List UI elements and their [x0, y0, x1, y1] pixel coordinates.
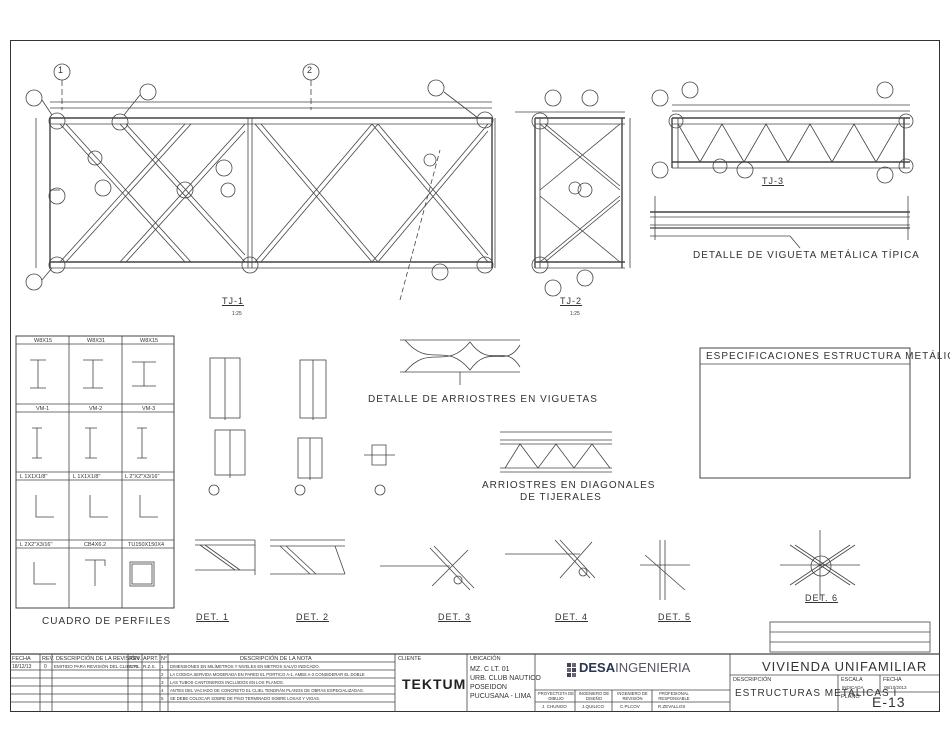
- tj3-title: TJ-3: [762, 176, 784, 186]
- rev-approver-1: C.P.L.: [129, 664, 141, 669]
- note-text: LAS TUBOS CANTONEROS INCLUIDOS EN LOS PL…: [170, 680, 284, 685]
- note-text: SE DEBE COLOCAR SOBRE DE PISO TERMINADO …: [170, 696, 321, 701]
- note-num: 5: [161, 696, 164, 701]
- role-diseno: INGENIERO DE DISEÑO: [578, 691, 610, 701]
- profile-header: L 2X2"X3/16": [20, 542, 53, 548]
- fecha-label: FECHA: [883, 677, 902, 683]
- descripcion-label: DESCRIPCIÓN: [733, 677, 772, 683]
- escala-label: ESCALA: [841, 677, 863, 683]
- cliente-label: CLIENTE: [398, 656, 422, 662]
- det-4-title: DET. 4: [555, 612, 589, 622]
- det-2-title: DET. 2: [296, 612, 330, 622]
- descripcion-value: ESTRUCTURAS METALICAS I: [735, 688, 898, 699]
- note-text: DIMENSIONES EN MILÍMETROS Y NIVELES EN M…: [170, 664, 320, 669]
- arriostres-viguetas-title: DETALLE DE ARRIOSTRES EN VIGUETAS: [368, 394, 598, 405]
- col-rev: REV.: [42, 656, 55, 662]
- profile-header: W8X15: [140, 338, 159, 344]
- rev-approver-2: R.Z.S.: [143, 664, 156, 669]
- note-text: ANTES DEL VACIADO DE CONCRETO EL CLIEL T…: [170, 688, 364, 693]
- ubicacion-line: MZ. C LT. 01: [470, 666, 510, 673]
- profile-header: CB4X6.2: [84, 542, 107, 548]
- det-1-title: DET. 1: [196, 612, 230, 622]
- rev-number: 0: [44, 664, 47, 670]
- rev-description: EMITIDO PARA REVISIÓN DEL CLIENTE: [54, 664, 139, 669]
- note-num: 2: [161, 672, 164, 677]
- profile-header: L 1X1X1/8": [73, 474, 101, 480]
- profile-header: VM-3: [142, 406, 156, 412]
- note-num: 1: [161, 664, 164, 669]
- col-fecha: FECHA: [12, 656, 31, 662]
- ubicacion-label: UBICACIÓN: [470, 656, 501, 662]
- note-num: 3: [161, 680, 164, 685]
- company-name-b: INGENIERIA: [615, 660, 691, 675]
- drawing-sheet-border: [10, 40, 940, 712]
- specs-title: ESPECIFICACIONES ESTRUCTURA METÁLICA: [706, 351, 950, 362]
- vigueta-title: DETALLE DE VIGUETA METÁLICA TÍPICA: [693, 250, 920, 261]
- fecha-value: 06/10/2013: [884, 685, 907, 690]
- company-logo-desa: DESAINGENIERIA: [579, 660, 690, 675]
- role-revision: INGENIERO DE REVISIÓN: [617, 691, 648, 701]
- name-revision: C.PLCOV: [620, 704, 640, 709]
- tj1-title: TJ-1: [222, 296, 244, 306]
- ubicacion-line: URB. CLUB NAUTICO: [470, 675, 541, 682]
- note-text: LA CODIGA SERVIDA MODERADA EN PARED EL P…: [170, 672, 365, 677]
- company-name-a: DESA: [579, 660, 616, 675]
- profile-header: VM-2: [89, 406, 103, 412]
- grid-label-2: 2: [307, 65, 314, 75]
- note-num: 4: [161, 688, 164, 693]
- cuadro-perfiles-title: CUADRO DE PERFILES: [42, 616, 172, 627]
- rev-date: 18/12/13: [12, 664, 32, 670]
- arriostres-diagonales-title-1: ARRIOSTRES EN DIAGONALES: [482, 480, 656, 491]
- profile-header: VM-1: [36, 406, 50, 412]
- col-aprt: APRT.: [143, 656, 159, 662]
- profile-header: W8X31: [87, 338, 106, 344]
- desa-logo-mark-icon: [567, 663, 576, 677]
- name-diseno: J.QUILICO: [582, 704, 605, 709]
- col-desc-nota: DESCRIPCIÓN DE LA NOTA: [240, 656, 312, 662]
- plano-label: PLANO: [841, 694, 860, 700]
- det-5-title: DET. 5: [658, 612, 692, 622]
- ubicacion-line: POSEIDON: [470, 684, 507, 691]
- det-3-title: DET. 3: [438, 612, 472, 622]
- escala-value: INDICADA: [842, 685, 864, 690]
- role-dibujo: PROYECTISTA DE DIBUJO: [538, 691, 574, 701]
- plano-number: E-13: [872, 694, 906, 710]
- profile-header: TU150X150X4: [128, 542, 165, 548]
- det-6-title: DET. 6: [805, 593, 839, 603]
- client-logo-tektum: TEKTUM: [402, 676, 467, 692]
- project-title: VIVIENDA UNIFAMILIAR: [762, 659, 928, 674]
- profile-header: L 2"X2"X3/16": [125, 474, 160, 480]
- col-rev2: REV.: [129, 656, 142, 662]
- arriostres-diagonales-title-2: DE TIJERALES: [520, 492, 602, 503]
- tj2-title: TJ-2: [560, 296, 582, 306]
- tj2-scale: 1:25: [570, 311, 580, 317]
- profile-header: L 1X1X1/8": [20, 474, 48, 480]
- col-desc-rev: DESCRIPCIÓN DE LA REVISIÓN: [56, 656, 140, 662]
- role-responsable: PROFESIONAL RESPONSABLE: [658, 691, 690, 701]
- tj1-scale: 1:25: [232, 311, 242, 317]
- col-n: N°: [161, 656, 168, 662]
- name-dibujo: J. CHUNGO: [542, 704, 567, 709]
- name-responsable: R.ZEVALLOS: [658, 704, 686, 709]
- profile-header: W8X15: [34, 338, 53, 344]
- grid-label-1: 1: [58, 65, 65, 75]
- ubicacion-line: PUCUSANA - LIMA: [470, 693, 532, 700]
